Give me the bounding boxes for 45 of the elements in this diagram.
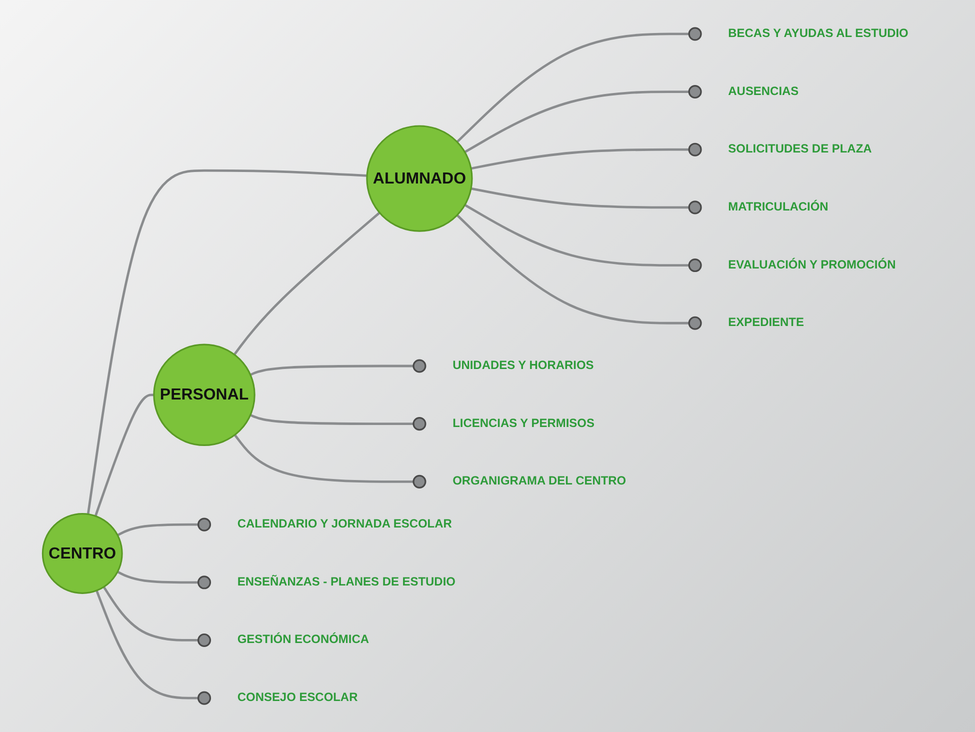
node-circle — [197, 518, 212, 532]
connector — [470, 148, 690, 170]
node-circle — [412, 417, 426, 431]
node-label: ORGANIGRAMA DEL CENTRO — [452, 474, 626, 488]
connector — [102, 586, 198, 642]
connector — [464, 90, 690, 154]
node-label: GESTIÓN ECONÓMICA — [237, 632, 370, 646]
node-circle — [197, 633, 212, 648]
node-circle: CENTRO — [42, 513, 123, 594]
node-label: EVALUACIÓN Y PROMOCIÓN — [728, 258, 896, 272]
node-circle — [688, 258, 702, 272]
node-circle — [688, 200, 702, 214]
connector — [470, 187, 690, 209]
node-circle: ALUMNADO — [366, 125, 473, 232]
node-label: EXPEDIENTE — [728, 316, 804, 330]
connector — [250, 364, 414, 376]
node-circle — [197, 576, 212, 590]
connector — [86, 169, 368, 514]
node-circle — [197, 691, 212, 705]
node-label: CALENDARIO Y JORNADA ESCOLAR — [237, 517, 452, 531]
node-label: CONSEJO ESCOLAR — [237, 690, 358, 704]
connector — [456, 214, 690, 324]
connector — [96, 590, 198, 700]
node-circle — [412, 359, 426, 373]
node-label: AUSENCIAS — [728, 84, 799, 98]
node-circle — [688, 142, 702, 156]
connector — [250, 414, 414, 426]
connector — [234, 434, 414, 483]
connector — [456, 32, 690, 143]
connector — [94, 394, 154, 516]
connector — [233, 212, 380, 356]
connector — [117, 523, 198, 536]
connector — [464, 204, 690, 266]
node-circle — [688, 316, 702, 330]
node-circle — [412, 474, 426, 488]
node-label: BECAS Y AYUDAS AL ESTUDIO — [728, 26, 908, 40]
node-label: ENSEÑANZAS - PLANES DE ESTUDIO — [237, 575, 456, 589]
node-label: MATRICULACIÓN — [728, 200, 828, 214]
node-label: SOLICITUDES DE PLAZA — [728, 142, 872, 156]
node-circle: PERSONAL — [153, 344, 256, 446]
node-label: LICENCIAS Y PERMISOS — [452, 416, 594, 430]
node-circle — [688, 27, 702, 41]
connector — [117, 570, 198, 584]
node-circle — [688, 84, 702, 99]
node-label: UNIDADES Y HORARIOS — [452, 358, 594, 372]
